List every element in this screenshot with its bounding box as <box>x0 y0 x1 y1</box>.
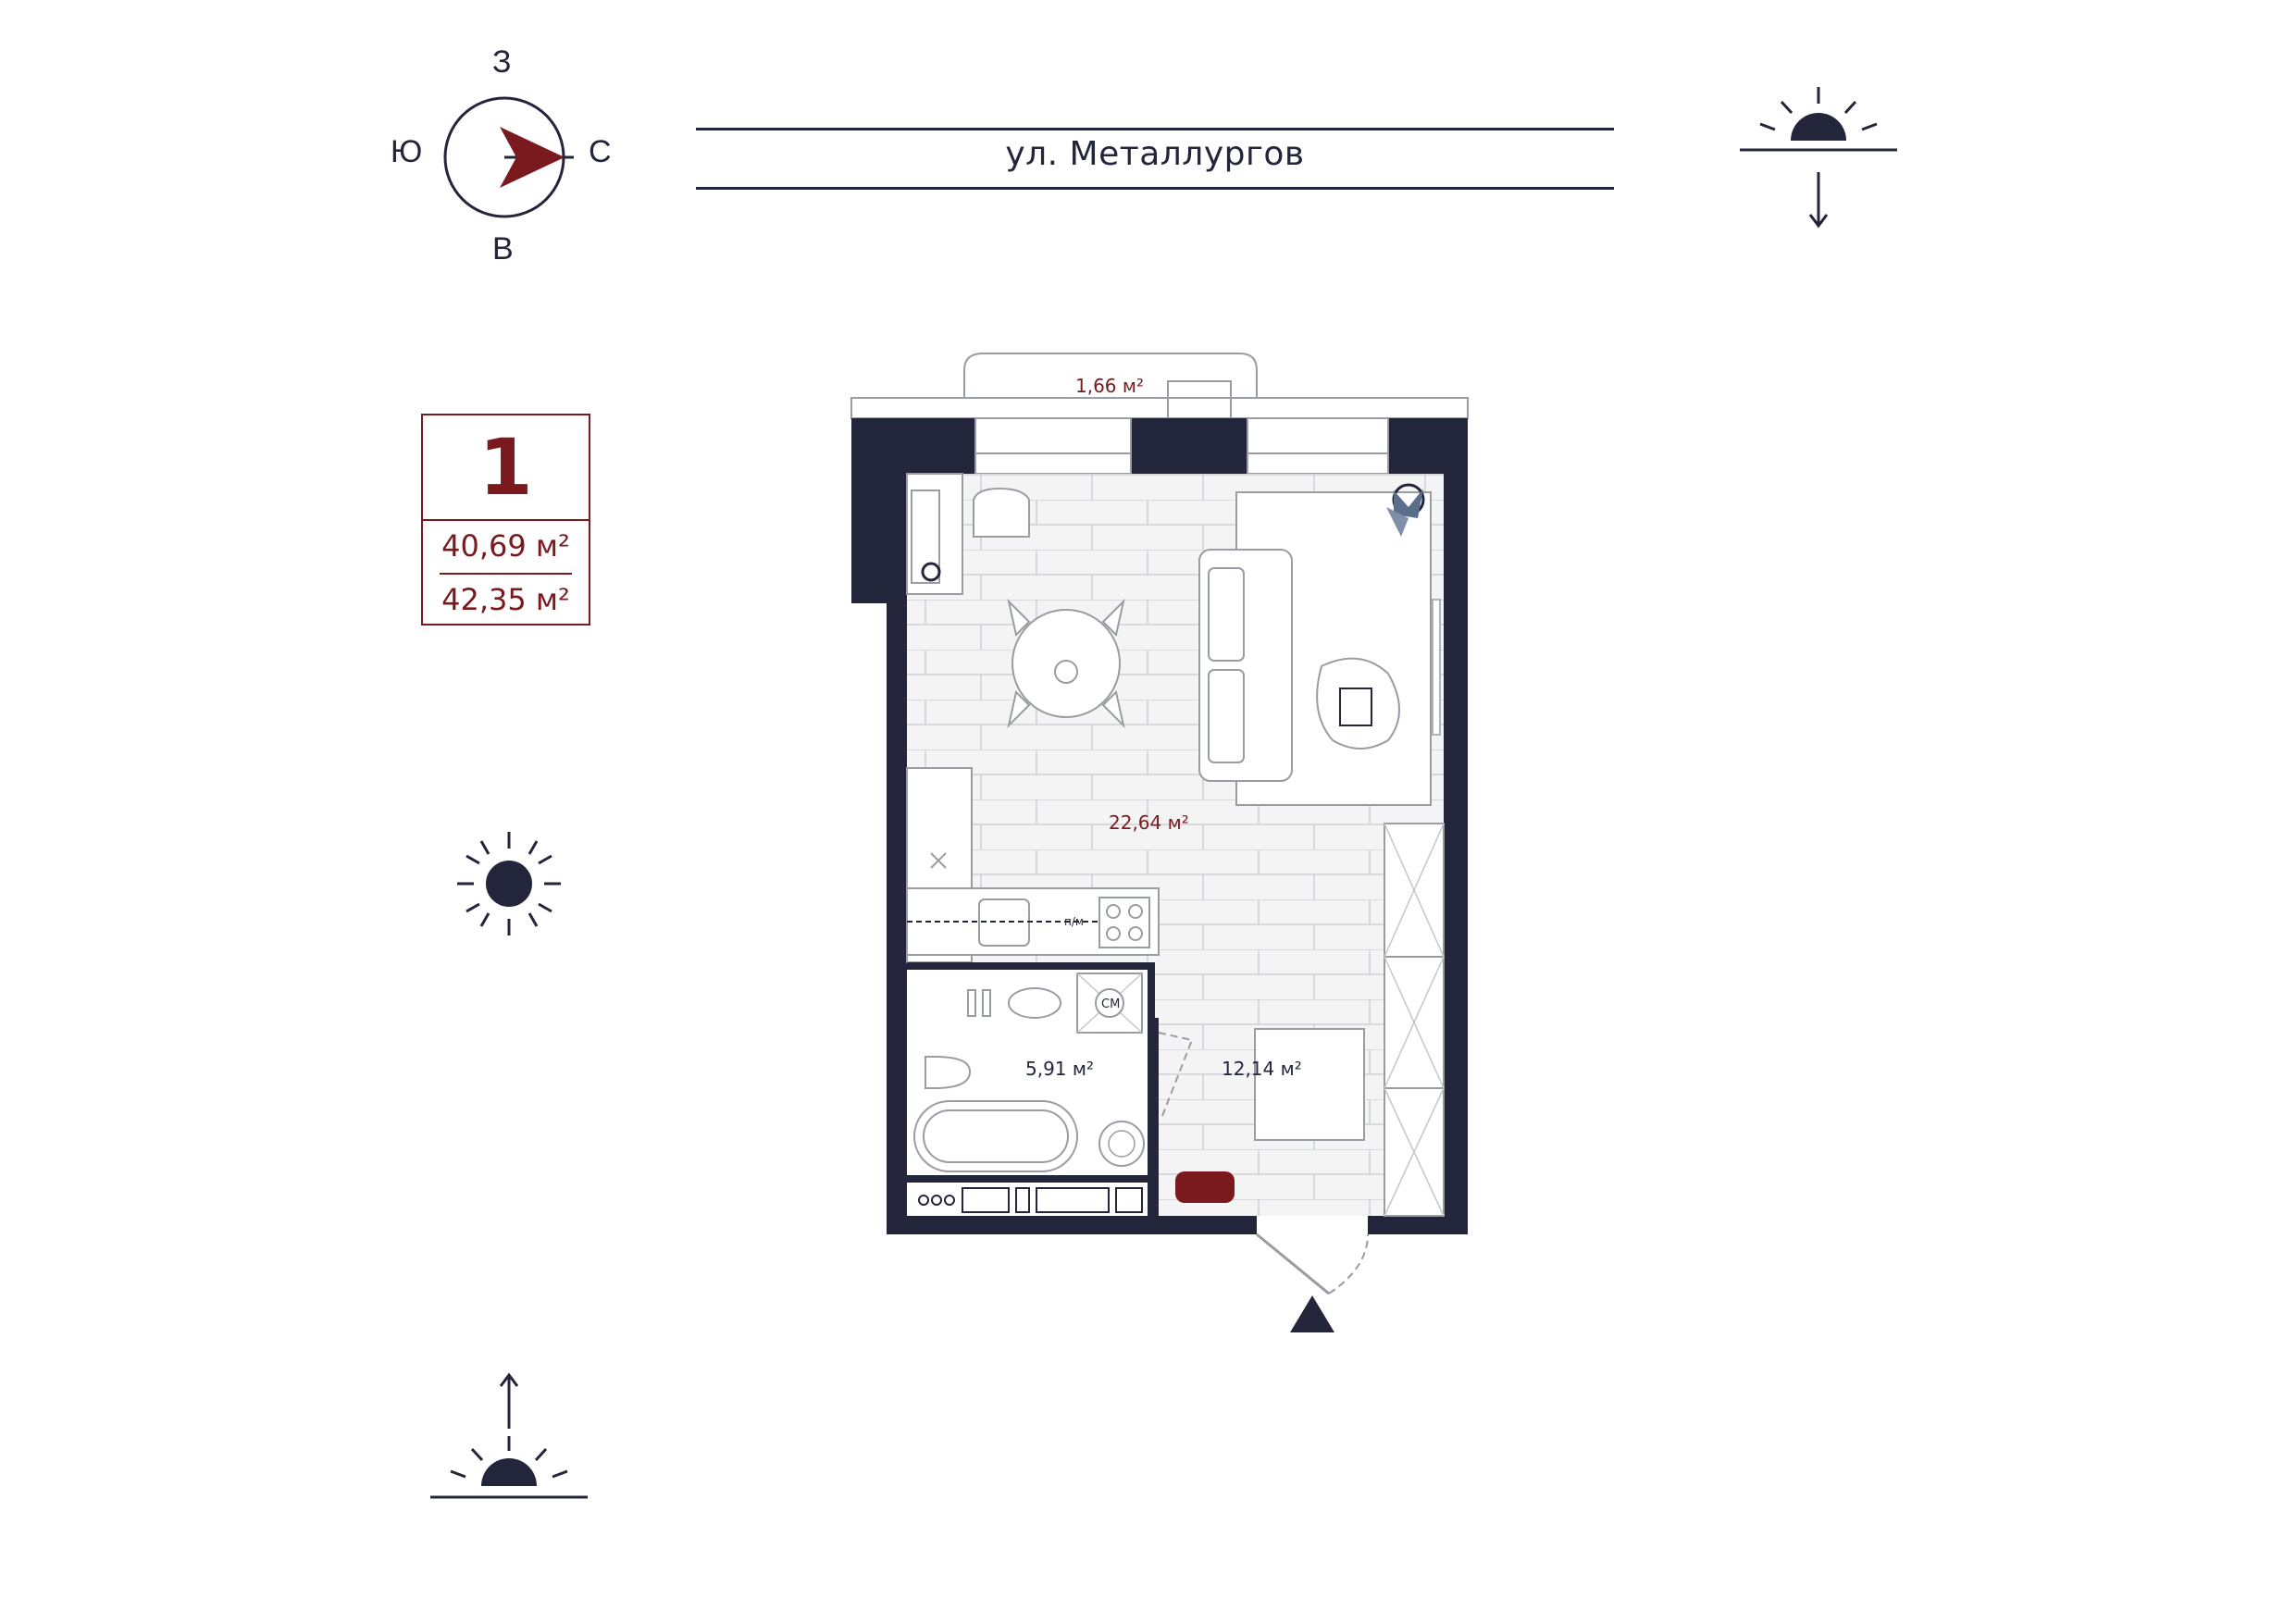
bathroom-area-label: 5,91 м² <box>1025 1058 1094 1080</box>
floor-plan: п/м <box>850 353 1469 1332</box>
living-room-area-label: 22,64 м² <box>1109 812 1189 834</box>
bed <box>1175 1028 1365 1203</box>
entrance-arrow-icon <box>1290 1295 1334 1332</box>
compass-west-label: З <box>492 44 512 80</box>
inner-walls <box>1148 1018 1159 1216</box>
street-line-top <box>696 128 1614 130</box>
compass-arrow-icon <box>443 96 574 218</box>
total-area-value: 42,35 м² <box>441 582 570 617</box>
card-divider <box>423 519 589 521</box>
compass-south-label: Ю <box>391 134 423 169</box>
compass-east-label: В <box>492 231 514 266</box>
living-area-value: 40,69 м² <box>441 528 570 564</box>
plant-icon <box>1386 483 1425 537</box>
bedroom-area-label: 12,14 м² <box>1222 1058 1302 1080</box>
desk <box>911 489 941 584</box>
entrance-door <box>1256 1233 1369 1295</box>
street-name: ул. Металлургов <box>1005 135 1305 173</box>
sofa-area <box>1198 491 1441 806</box>
sunset-icon <box>1740 87 1897 229</box>
washer-label: СМ <box>1101 997 1120 1011</box>
balcony-area-label: 1,66 м² <box>1075 375 1144 397</box>
kitchen: п/м <box>906 473 1160 963</box>
balcony <box>850 353 1469 419</box>
sunrise-icon <box>430 1372 588 1499</box>
street-line-bottom <box>696 187 1614 190</box>
wardrobe <box>1384 823 1445 1217</box>
room-count: 1 <box>478 422 533 513</box>
apartment-card: 1 40,69 м² 42,35 м² <box>421 414 590 626</box>
sun-icon <box>457 832 561 935</box>
bathroom: СМ <box>907 962 1155 1216</box>
outer-walls <box>851 418 1468 1234</box>
windows <box>974 417 1389 475</box>
card-divider-thin <box>440 573 572 575</box>
dining-table <box>1007 598 1125 729</box>
compass-north-label: С <box>589 134 612 169</box>
hidden-label: п/м <box>1064 915 1084 928</box>
armchair <box>973 487 1030 538</box>
